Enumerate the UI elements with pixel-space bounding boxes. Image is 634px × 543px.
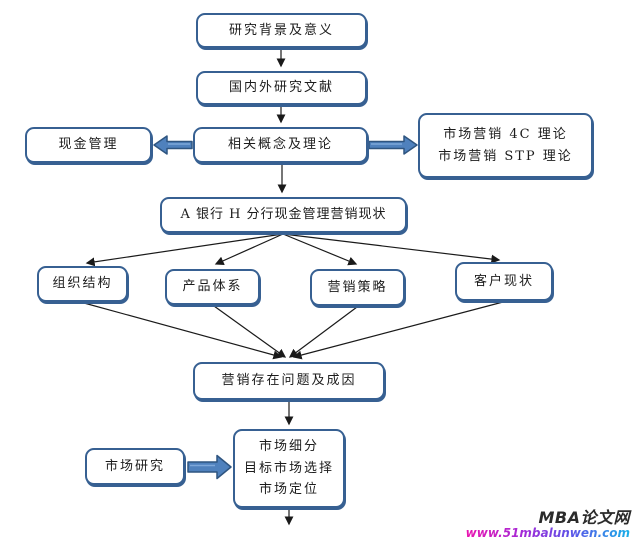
node-marketing-strategy: 营销策略 [310,269,405,306]
node-label: 营销存在问题及成因 [221,373,357,389]
node-cash-management: 现金管理 [25,127,152,163]
arrow-status-to-customer [282,233,501,264]
arrow-organization-to-problems [83,302,283,360]
spine-connectors [276,49,294,526]
node-label: 市场研究 [104,458,165,474]
node-label: 产品体系 [182,279,243,295]
node-label: A 银行 H 分行现金管理营销现状 [180,207,387,223]
node-marketing-theory: 市场营销 4C 理论 市场营销 STP 理论 [418,113,593,178]
watermark-site-name: MBA论文网 [538,507,630,527]
node-label: 现金管理 [58,137,119,153]
arrow-strategy-to-problems [288,306,358,358]
node-label-line3: 市场定位 [258,482,319,498]
node-product-system: 产品体系 [165,269,260,305]
node-market-segmentation: 市场细分 目标市场选择 市场定位 [233,429,345,508]
converge-connectors [83,301,504,360]
block-arrow-concepts-to-cash-icon [153,135,193,155]
block-arrow-highlights [168,143,402,467]
fanout-connectors [85,233,501,267]
arrow-status-to-strategy [282,233,358,266]
block-arrows [153,135,418,480]
node-label: 研究背景及意义 [228,22,334,38]
node-label: 国内外研究文献 [228,80,334,96]
node-label-line1: 市场细分 [258,439,319,455]
node-research-literature: 国内外研究文献 [196,71,367,105]
node-related-concepts: 相关概念及理论 [193,127,368,163]
node-label: 营销策略 [327,279,388,295]
node-label-line2: 目标市场选择 [243,460,334,476]
node-customer-status: 客户现状 [455,262,553,301]
arrow-customer-to-problems [292,301,504,360]
watermark-url: www.51mbalunwen.com [465,526,630,541]
node-label-line1: 市场营销 4C 理论 [443,127,568,143]
node-label: 相关概念及理论 [227,137,333,153]
node-label: 组织结构 [52,276,113,292]
arrow-status-to-product [214,233,284,265]
node-label: 客户现状 [473,273,534,289]
node-organization-structure: 组织结构 [37,266,128,302]
node-market-research: 市场研究 [85,448,185,485]
node-research-background: 研究背景及意义 [196,13,367,48]
node-marketing-problems: 营销存在问题及成因 [193,362,385,400]
watermark: MBA论文网 www.51mbalunwen.com [465,507,630,541]
block-arrow-concepts-to-theory-icon [368,135,418,155]
arrow-product-to-problems [213,305,287,358]
node-bank-status: A 银行 H 分行现金管理营销现状 [160,197,407,233]
block-arrow-research-to-segmentation-icon [187,454,232,480]
node-label-line2: 市场营销 STP 理论 [438,148,573,164]
arrow-status-to-organization [85,233,284,267]
